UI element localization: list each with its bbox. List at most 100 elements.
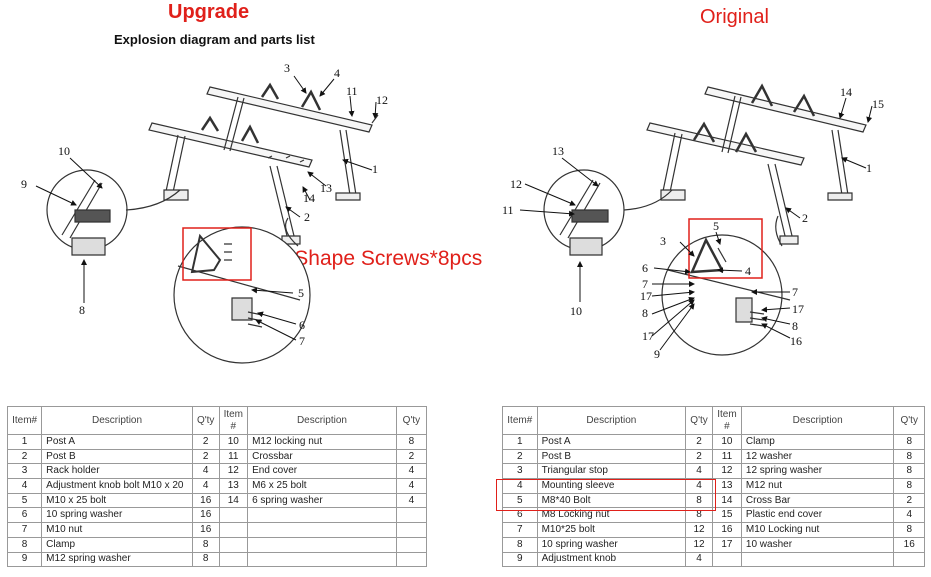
cell-description-2: M10 Locking nut [740, 522, 895, 538]
cell-description: Rack holder [41, 463, 193, 480]
cell-description: Post A [536, 434, 687, 450]
cell-quantity: 2 [685, 448, 713, 465]
cell-item-number-2: 10 [218, 434, 249, 450]
cell-item-number-2 [218, 522, 249, 538]
original-part-labels: 1 2 3 4 5 6 7 7 8 8 9 10 12 11 13 14 15 … [502, 85, 884, 361]
cell-description: Post B [536, 448, 687, 465]
original-label-2: 2 [802, 211, 808, 225]
cell-quantity: 16 [191, 507, 220, 524]
cell-item-number: 7 [6, 522, 43, 538]
cell-quantity: 8 [191, 536, 220, 553]
cell-quantity: 16 [191, 522, 220, 538]
original-label-11a: 12 [510, 177, 522, 191]
upgrade-subtitle: Explosion diagram and parts list [114, 32, 315, 47]
cell-item-number-2: 12 [711, 463, 742, 480]
cell-description-2: Crossbar [247, 448, 397, 465]
cell-description-2 [740, 551, 895, 568]
cell-quantity-2: 8 [893, 434, 925, 450]
cell-item-number: 4 [6, 478, 43, 494]
cell-quantity-2 [395, 536, 428, 553]
cell-item-number: 3 [502, 463, 538, 480]
original-label-10: 10 [570, 304, 582, 318]
original-label-7b: 7 [792, 285, 798, 299]
col-qty: Q'ty [685, 406, 713, 435]
cell-item-number: 1 [6, 434, 43, 450]
cell-quantity: 2 [685, 434, 713, 450]
t-screw-highlight-box [182, 227, 252, 281]
cell-description: M8*40 Bolt [536, 492, 687, 509]
cell-quantity-2: 8 [893, 463, 925, 480]
cell-item-number-2: 17 [711, 536, 742, 553]
upgrade-label-6: 6 [299, 318, 305, 332]
cell-item-number-2: 12 [218, 463, 249, 480]
cell-item-number-2 [218, 507, 249, 524]
cell-item-number-2: 13 [711, 478, 742, 494]
cell-quantity-2: 8 [893, 478, 925, 494]
cell-item-number: 9 [502, 551, 538, 568]
cell-quantity: 2 [191, 434, 220, 450]
upgrade-label-5: 5 [298, 286, 304, 300]
col-qty: Q'ty [191, 406, 220, 435]
upgrade-label-3: 3 [284, 61, 290, 75]
cell-quantity-2: 2 [893, 492, 925, 509]
cell-description: Adjustment knob [536, 551, 687, 568]
cell-quantity-2: 4 [395, 463, 428, 480]
original-label-4: 4 [745, 264, 751, 278]
cell-description-2: M6 x 25 bolt [247, 478, 397, 494]
cell-item-number-2: 14 [218, 492, 249, 509]
original-label-5: 5 [713, 219, 719, 233]
cell-description-2: Cross Bar [740, 492, 895, 509]
cell-quantity: 4 [685, 463, 713, 480]
cell-quantity: 12 [685, 536, 713, 553]
original-label-15: 15 [872, 97, 884, 111]
cell-quantity-2: 4 [395, 478, 428, 494]
cell-description-2: 6 spring washer [247, 492, 397, 509]
cell-description-2: End cover [247, 463, 397, 480]
col-description-2: Description [247, 406, 397, 435]
cell-description: Adjustment knob bolt M10 x 20 [41, 478, 193, 494]
cell-quantity-2: 8 [395, 434, 428, 450]
col-item-2: Item # [218, 406, 249, 435]
cell-item-number: 7 [502, 522, 538, 538]
cell-description-2: 10 washer [740, 536, 895, 553]
cell-description: M10 nut [41, 522, 193, 538]
cell-item-number-2: 11 [711, 448, 742, 465]
cell-item-number: 2 [6, 448, 43, 465]
cell-item-number-2: 13 [218, 478, 249, 494]
cell-item-number-2: 15 [711, 507, 742, 524]
cell-item-number-2: 14 [711, 492, 742, 509]
upgrade-label-9: 9 [21, 177, 27, 191]
cell-quantity: 4 [685, 551, 713, 568]
original-label-1: 1 [866, 161, 872, 175]
cell-description: M10*25 bolt [536, 522, 687, 538]
original-label-6: 6 [642, 261, 648, 275]
cell-item-number-2 [218, 551, 249, 568]
cell-item-number: 8 [502, 536, 538, 553]
cell-item-number: 2 [502, 448, 538, 465]
cell-quantity-2: 8 [893, 522, 925, 538]
original-label-17c: 17 [642, 329, 654, 343]
upgrade-label-11: 11 [346, 84, 358, 98]
original-label-9: 9 [654, 347, 660, 361]
cell-item-number: 9 [6, 551, 43, 568]
exploded-diagrams: 1 2 3 4 5 6 7 8 9 10 11 12 13 14 [21, 61, 884, 364]
cell-quantity-2: 16 [893, 536, 925, 553]
cell-description: M10 x 25 bolt [41, 492, 193, 509]
col-description-2: Description [740, 406, 895, 435]
col-qty-2: Q'ty [893, 406, 925, 435]
original-parts-table: Item# Description Q'ty Item # Descriptio… [502, 406, 925, 568]
upgrade-label-13: 13 [320, 181, 332, 195]
upgrade-label-8: 8 [79, 303, 85, 317]
cell-quantity: 8 [191, 551, 220, 568]
cell-description-2: Plastic end cover [740, 507, 895, 524]
